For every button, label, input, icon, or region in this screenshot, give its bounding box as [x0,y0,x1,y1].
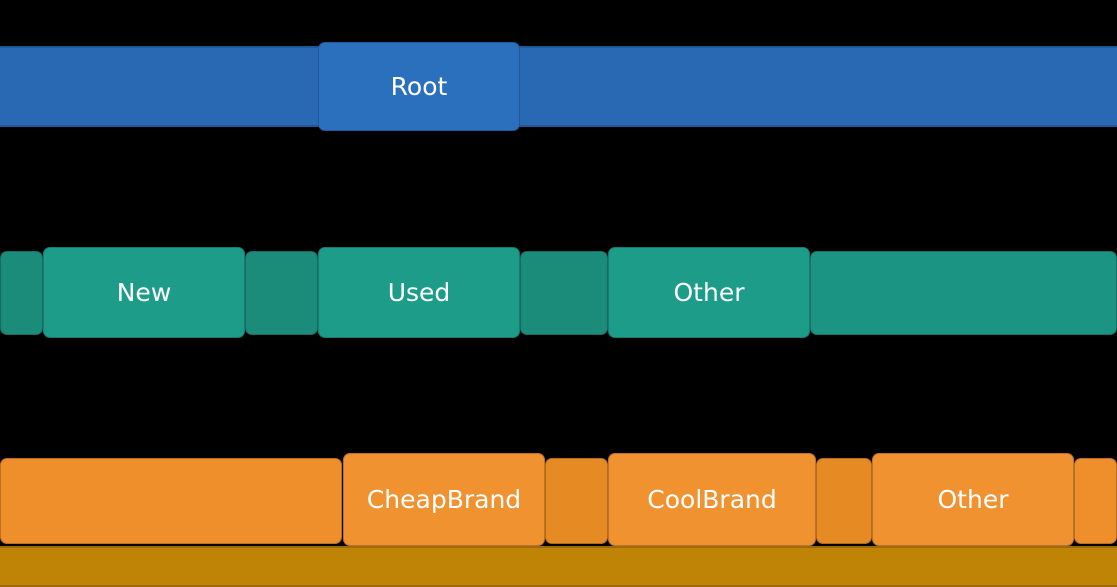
node-cheapbrand[interactable]: CheapBrand [343,453,545,546]
node-root[interactable]: Root [318,42,520,131]
node-coolbrand[interactable]: CoolBrand [608,453,816,546]
node-label: Other [673,278,745,307]
node-filler [0,546,1117,587]
node-label: CoolBrand [647,485,777,514]
node-filler [816,458,872,544]
node-other[interactable]: Other [608,247,810,338]
node-label: Used [387,278,451,307]
node-label: New [116,278,172,307]
node-filler [245,251,318,335]
node-filler [0,458,342,544]
node-filler [520,251,608,335]
node-label: Root [390,72,448,101]
node-filler [545,458,608,544]
node-filler [0,46,1117,127]
node-label: CheapBrand [366,485,522,514]
node-filler [810,251,1117,335]
node-other[interactable]: Other [872,453,1074,546]
node-used[interactable]: Used [318,247,520,338]
node-filler [1074,458,1117,544]
node-label: Other [937,485,1009,514]
node-filler [0,251,43,335]
node-new[interactable]: New [43,247,245,338]
